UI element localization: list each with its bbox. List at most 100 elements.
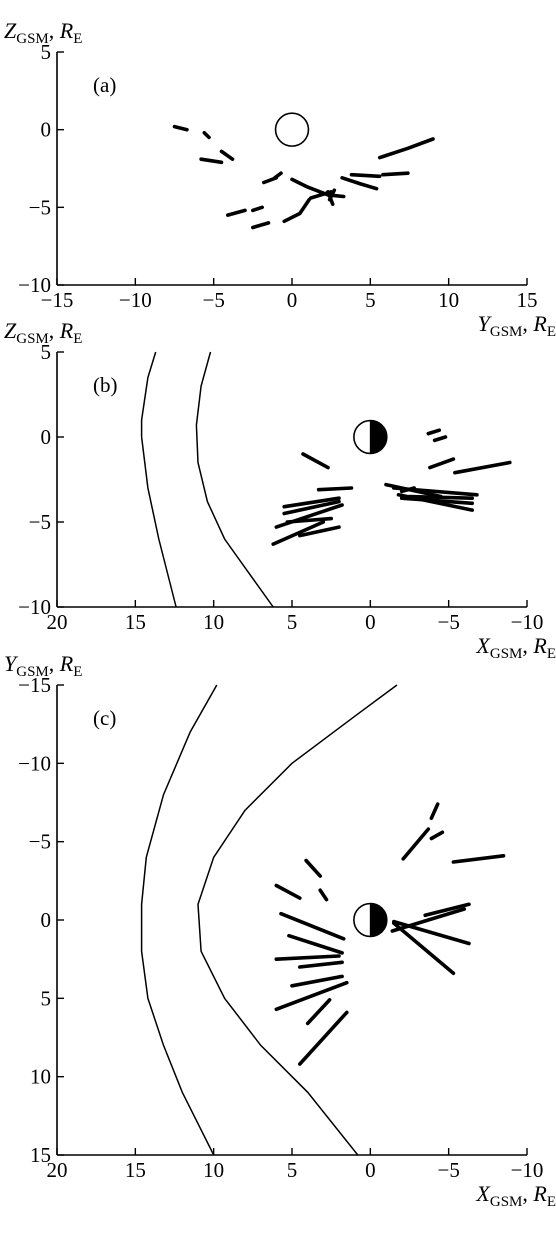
y-axis-label-sep: , xyxy=(49,18,60,43)
y-tick-label: 0 xyxy=(41,425,52,449)
x-tick-label: −10 xyxy=(511,610,544,634)
y-axis-label: ZGSM, RE xyxy=(4,318,82,347)
x-axis-label-part: E xyxy=(547,324,556,340)
orbit-segment xyxy=(290,177,346,199)
x-axis-label-sep: , xyxy=(522,1181,533,1206)
earth-icon xyxy=(353,419,388,455)
orbit-segment xyxy=(432,435,448,443)
y-axis-label-part: Z xyxy=(4,18,17,43)
orbit-segment xyxy=(391,919,471,946)
orbit-segment xyxy=(226,208,247,217)
y-axis-label-part: GSM xyxy=(16,31,49,47)
earth-outline xyxy=(274,112,310,147)
orbit-segment xyxy=(401,827,431,861)
orbit-segment xyxy=(426,428,442,436)
y-tick-label: −5 xyxy=(29,195,51,219)
y-tick-label: 0 xyxy=(41,118,52,142)
orbit-segment xyxy=(287,933,344,955)
orbit-segment xyxy=(428,457,456,470)
earth-icon xyxy=(353,902,388,938)
x-tick-label: −5 xyxy=(437,1158,459,1182)
orbit-segment xyxy=(285,516,334,524)
y-axis-label-part: R xyxy=(59,18,74,43)
x-axis-label-part: Y xyxy=(478,311,493,336)
y-tick-label: 5 xyxy=(41,40,52,64)
orbit-segment xyxy=(219,149,235,161)
orbit-segment xyxy=(391,921,456,976)
earth-night-side xyxy=(369,903,388,937)
x-tick-label: 0 xyxy=(365,1158,376,1182)
y-tick-label: 10 xyxy=(30,1065,51,1089)
y-tick-label: −5 xyxy=(29,510,51,534)
orbit-segment xyxy=(297,960,344,969)
boundary-curve xyxy=(197,684,398,1156)
x-axis-label-part: GSM xyxy=(490,324,523,340)
x-tick-label: −10 xyxy=(511,1158,544,1182)
y-tick-label: 5 xyxy=(41,986,52,1010)
x-tick-label: 20 xyxy=(47,610,68,634)
orbit-segment xyxy=(172,124,189,132)
orbit-segment xyxy=(279,911,346,941)
x-axis-label-part: X xyxy=(475,633,491,658)
y-axis-label: ZGSM, RE xyxy=(4,18,82,47)
orbit-segment xyxy=(305,998,332,1026)
orbit-segment xyxy=(318,888,329,902)
x-tick-label: 10 xyxy=(438,288,459,312)
y-tick-label: 15 xyxy=(30,1143,51,1167)
y-axis-label-sep: , xyxy=(49,318,60,343)
orbit-segment xyxy=(316,486,354,492)
x-tick-label: 15 xyxy=(517,288,538,312)
earth-icon xyxy=(274,112,310,147)
x-tick-label: 15 xyxy=(125,610,146,634)
orbit-segment xyxy=(282,197,312,224)
y-axis-label-part: GSM xyxy=(16,331,49,347)
x-tick-label: 10 xyxy=(203,1158,224,1182)
orbit-segment xyxy=(271,520,326,546)
orbit-segment xyxy=(199,157,224,165)
x-axis-label-part: R xyxy=(532,633,547,658)
y-tick-label: −5 xyxy=(29,830,51,854)
x-axis-label-part: GSM xyxy=(490,1194,523,1210)
orbit-segment xyxy=(451,853,506,864)
orbit-segment xyxy=(453,460,512,475)
y-tick-label: −10 xyxy=(18,273,51,297)
y-axis-label-part: E xyxy=(73,331,82,347)
orbit-segment xyxy=(251,205,265,213)
y-axis-label: YGSM, RE xyxy=(4,651,82,680)
x-tick-label: 0 xyxy=(287,288,298,312)
earth-night-side xyxy=(369,420,388,454)
orbit-segment xyxy=(274,883,302,900)
y-axis-label-part: Y xyxy=(4,651,19,676)
x-tick-label: 5 xyxy=(287,610,298,634)
y-axis-label-part: R xyxy=(59,651,74,676)
orbit-segment xyxy=(297,1010,349,1066)
x-tick-label: −15 xyxy=(41,288,74,312)
orbit-segment xyxy=(429,802,440,821)
x-tick-label: 5 xyxy=(287,1158,298,1182)
x-tick-label: 10 xyxy=(203,610,224,634)
x-axis-label-part: GSM xyxy=(490,646,523,662)
x-axis-label-sep: , xyxy=(522,633,533,658)
x-axis-label: YGSM, RE xyxy=(478,311,556,340)
orbit-segment xyxy=(423,902,471,918)
y-axis-label-part: GSM xyxy=(16,664,49,680)
orbit-segment xyxy=(301,452,330,470)
y-axis-label-part: Z xyxy=(4,318,17,343)
orbit-segment xyxy=(384,482,443,499)
x-tick-label: −5 xyxy=(437,610,459,634)
x-tick-label: −5 xyxy=(202,288,224,312)
orbit-segment xyxy=(274,954,341,962)
x-tick-label: 15 xyxy=(125,1158,146,1182)
y-tick-label: −10 xyxy=(18,595,51,619)
orbit-segment xyxy=(377,137,435,160)
x-axis-label: XGSM, RE xyxy=(475,1181,556,1210)
orbit-segment xyxy=(304,858,323,878)
orbit-segment xyxy=(202,131,211,140)
orbit-segment xyxy=(272,171,283,180)
x-tick-label: −10 xyxy=(119,288,152,312)
boundary-curve xyxy=(140,351,177,608)
y-axis-label-part: R xyxy=(59,318,74,343)
